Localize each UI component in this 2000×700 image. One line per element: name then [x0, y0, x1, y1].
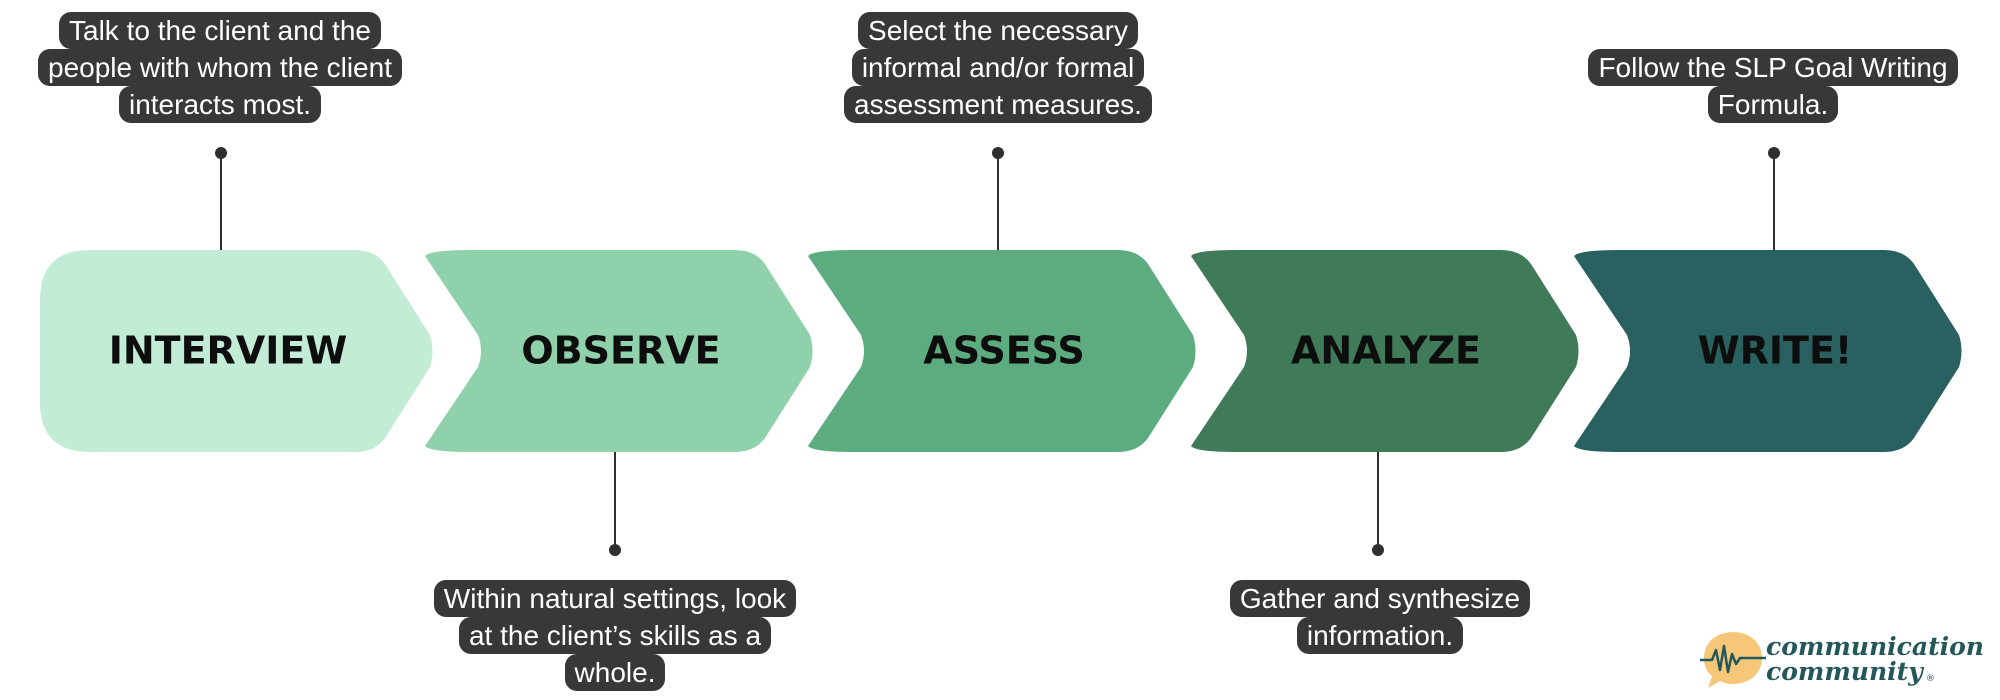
connector-line — [997, 153, 999, 250]
callout-line: Gather and synthesize — [1229, 580, 1531, 617]
callout-line: interacts most. — [118, 86, 322, 123]
step-write-chevron — [1574, 250, 1962, 452]
callout-line: Within natural settings, look — [433, 580, 797, 617]
callout-line: information. — [1296, 617, 1464, 654]
step-observe: OBSERVE — [425, 250, 813, 452]
callout-line: whole. — [564, 654, 666, 691]
callout-line: Talk to the client and the — [59, 12, 381, 49]
logo-wordmark-line2: community — [1766, 657, 1923, 686]
step-observe-chevron — [425, 250, 813, 452]
step-interview-chevron — [40, 250, 433, 452]
connector-line — [1773, 153, 1775, 250]
step-write: WRITE! — [1574, 250, 1962, 452]
step-assess: ASSESS — [808, 250, 1196, 452]
brand-logo: communication community ® — [1700, 628, 1990, 692]
step-analyze-chevron — [1191, 250, 1579, 452]
step-analyze: ANALYZE — [1191, 250, 1579, 452]
callout-line: people with whom the client — [38, 49, 402, 86]
connector-dot — [609, 544, 621, 556]
step-assess-chevron — [808, 250, 1196, 452]
callout-assess: Select the necessary informal and/or for… — [798, 12, 1198, 123]
logo-wordmark-line1: communication — [1766, 632, 1984, 661]
connector-line — [1377, 452, 1379, 549]
registered-mark: ® — [1926, 674, 1935, 684]
callout-write: Follow the SLP Goal Writing Formula. — [1573, 49, 1973, 123]
step-observe-label: OBSERVE — [521, 329, 720, 373]
callout-interview: Talk to the client and the people with w… — [20, 12, 420, 123]
callout-line: informal and/or formal — [851, 49, 1145, 86]
callout-observe: Within natural settings, look at the cli… — [415, 580, 815, 691]
speech-bubble-wave-icon — [1700, 632, 1766, 688]
callout-line: assessment measures. — [844, 86, 1152, 123]
connector-dot — [1372, 544, 1384, 556]
callout-line: Formula. — [1707, 86, 1839, 123]
step-interview: INTERVIEW — [40, 250, 433, 452]
step-interview-label: INTERVIEW — [109, 329, 348, 373]
step-write-label: WRITE! — [1698, 329, 1853, 373]
connector-line — [220, 153, 222, 250]
callout-line: at the client’s skills as a — [458, 617, 772, 654]
connector-line — [614, 452, 616, 549]
callout-line: Select the necessary — [858, 12, 1138, 49]
callout-analyze: Gather and synthesize information. — [1180, 580, 1580, 654]
step-assess-label: ASSESS — [923, 329, 1084, 373]
callout-line: Follow the SLP Goal Writing — [1588, 49, 1958, 86]
step-analyze-label: ANALYZE — [1291, 329, 1481, 373]
